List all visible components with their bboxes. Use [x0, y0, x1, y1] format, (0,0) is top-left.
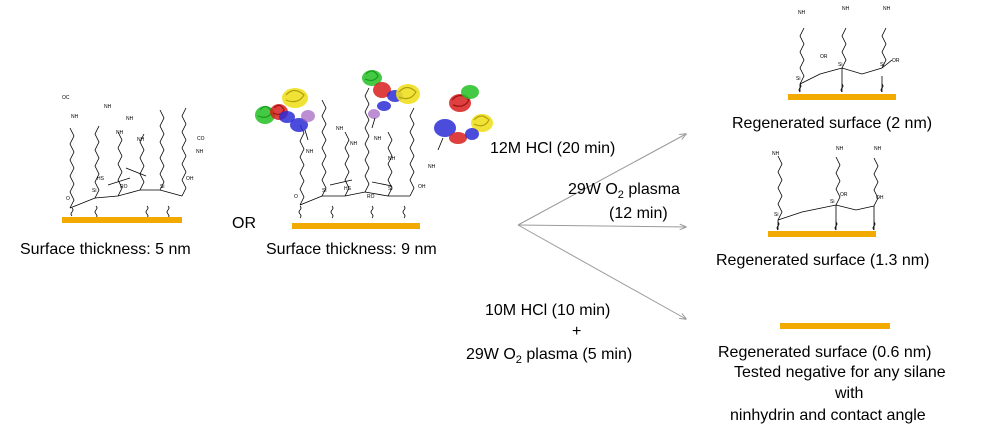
nh-label: NH	[126, 116, 134, 122]
oh-label: OH	[418, 184, 426, 190]
si-label: Si	[322, 188, 326, 194]
left-substrate	[62, 217, 182, 223]
result-1-squiggles	[798, 83, 884, 93]
reaction-2-line1: 29W O2 plasma	[568, 181, 680, 201]
antibody-1	[255, 88, 315, 141]
svg-text:NH: NH	[883, 6, 891, 12]
result-3-note-3: ninhydrin and contact angle	[730, 407, 926, 424]
hs-label: HS	[344, 186, 352, 192]
result-3-label: Regenerated surface (0.6 nm)	[718, 344, 931, 361]
middle-silane-labels: NH NH NH NH NH NH HS RO OH O Si Si	[294, 126, 436, 200]
middle-thickness-label: Surface thickness: 9 nm	[266, 241, 437, 258]
result-2-labels: NH NH NH OR OH Si Si	[772, 146, 884, 218]
reaction-3-plus: +	[572, 323, 581, 340]
nh2-label: NH	[336, 126, 344, 132]
or-label: OR	[232, 215, 256, 232]
reaction-1-label: 12M HCl (20 min)	[490, 140, 615, 157]
ro-label: RO	[367, 194, 375, 200]
svg-text:Si: Si	[796, 76, 800, 82]
left-anchor-squiggles	[70, 205, 170, 219]
left-silane-labels: OC NH NH NH NH NH CO NH HS RO OH O Si Si	[62, 95, 205, 202]
result-2-amine-silanes	[777, 155, 879, 230]
svg-text:OH: OH	[876, 195, 884, 201]
svg-text:Si: Si	[838, 62, 842, 68]
result-2-label: Regenerated surface (1.3 nm)	[716, 252, 929, 269]
nh2-label: NH	[350, 141, 358, 147]
si-label: Si	[92, 188, 96, 194]
oh-label: OH	[186, 176, 194, 182]
result-1-substrate	[788, 94, 896, 100]
svg-text:NH: NH	[772, 151, 780, 157]
middle-surface: NH NH NH NH NH NH HS RO OH O Si Si	[255, 70, 493, 258]
result-1-label: Regenerated surface (2 nm)	[732, 115, 932, 132]
antibody-3	[434, 85, 493, 151]
oc-label: OC	[62, 95, 70, 101]
nh2-label: NH	[388, 156, 396, 162]
si-label: Si	[160, 184, 164, 190]
result-3: Regenerated surface (0.6 nm) Tested nega…	[718, 323, 946, 424]
left-thickness-label: Surface thickness: 5 nm	[20, 241, 191, 258]
middle-silane-chains	[299, 87, 415, 206]
nh-label: NH	[71, 114, 79, 120]
reaction-arrows	[517, 134, 686, 319]
arrow-to-result-1	[517, 134, 686, 226]
svg-text:NH: NH	[836, 146, 844, 152]
result-1-amine-silanes	[799, 27, 893, 92]
reaction-2-line2: (12 min)	[609, 205, 668, 222]
svg-text:OR: OR	[820, 54, 828, 60]
result-3-substrate	[780, 323, 890, 329]
left-silane-chains	[69, 107, 187, 209]
nh2-label: NH	[104, 104, 112, 110]
co-label: CO	[197, 136, 205, 142]
svg-text:Si: Si	[880, 62, 884, 68]
svg-text:NH: NH	[798, 10, 806, 16]
arrow-to-result-3	[517, 224, 686, 319]
middle-substrate	[292, 223, 420, 229]
svg-text:NH: NH	[874, 146, 882, 152]
nh-label: NH	[374, 136, 382, 142]
svg-text:Si: Si	[774, 212, 778, 218]
hs-label: HS	[97, 176, 105, 182]
reaction-3-line2: 29W O2 plasma (5 min)	[466, 346, 632, 366]
result-1-labels: NH NH NH OR OR Si Si Si	[796, 6, 900, 82]
middle-anchor-squiggles	[298, 205, 406, 219]
nh-label: NH	[428, 164, 436, 170]
reaction-3-line1: 10M HCl (10 min)	[485, 302, 610, 319]
result-2-squiggles	[776, 221, 876, 231]
svg-text:OR: OR	[892, 58, 900, 64]
svg-text:OR: OR	[840, 192, 848, 198]
o-label: O	[294, 194, 298, 200]
result-1: NH NH NH OR OR Si Si Si Regenerated surf…	[732, 6, 932, 132]
result-3-note-1: Tested negative for any silane	[734, 364, 946, 381]
nh-label: NH	[196, 149, 204, 155]
svg-text:NH: NH	[842, 6, 850, 12]
result-3-note-2: with	[834, 385, 863, 402]
result-2: NH NH NH OR OH Si Si Regenerated surface…	[716, 146, 929, 269]
antibody-2	[362, 70, 420, 129]
nh2-label: NH	[116, 130, 124, 136]
result-2-substrate	[768, 231, 876, 237]
si-label: Si	[388, 186, 392, 192]
svg-text:Si: Si	[830, 199, 834, 205]
nh-label: NH	[306, 149, 314, 155]
o-label: O	[66, 196, 70, 202]
left-surface: OC NH NH NH NH NH CO NH HS RO OH O Si Si…	[20, 95, 205, 258]
ro-label: RO	[120, 184, 128, 190]
nh2-label: NH	[137, 137, 145, 143]
arrow-to-result-2	[517, 225, 686, 227]
